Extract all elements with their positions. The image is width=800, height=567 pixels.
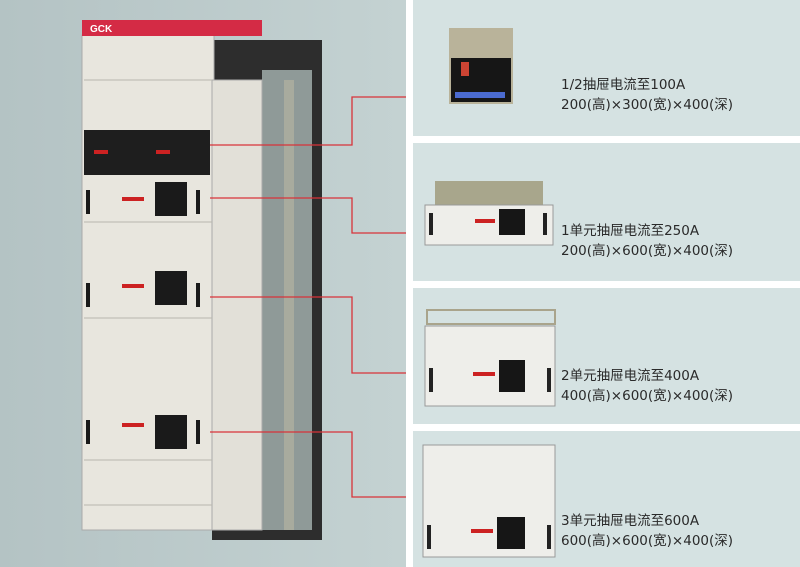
brand-strip — [82, 20, 262, 36]
drawer-dims: 200(高)×600(宽)×400(深) — [561, 243, 734, 259]
drawer-dims: 600(高)×600(宽)×400(深) — [561, 533, 734, 549]
drawer-panel-1: 1单元抽屉电流至250A 200(高)×600(宽)×400(深) — [413, 143, 800, 281]
drawer-title: 1单元抽屉电流至250A — [561, 223, 700, 239]
switchgear-cabinet: GCK — [81, 20, 406, 540]
drawer-title: 2单元抽屉电流至400A — [561, 368, 700, 384]
divider — [406, 424, 800, 431]
drawer-1-image — [424, 181, 554, 246]
callout-lines — [210, 96, 406, 498]
brand-label: GCK — [90, 24, 113, 35]
drawer-half-image — [449, 28, 513, 104]
drawer-title: 3单元抽屉电流至600A — [561, 513, 700, 529]
drawer-dims: 200(高)×300(宽)×400(深) — [561, 97, 734, 113]
drawer-title: 1/2抽屉电流至100A — [561, 77, 686, 93]
drawer-3-image — [422, 444, 556, 558]
drawer-panel-2: 2单元抽屉电流至400A 400(高)×600(宽)×400(深) — [413, 288, 800, 424]
drawer-2-image — [424, 309, 556, 407]
drawer-dims: 400(高)×600(宽)×400(深) — [561, 388, 734, 404]
divider — [406, 136, 800, 143]
divider — [406, 281, 800, 288]
drawer-panel-half: 1/2抽屉电流至100A 200(高)×300(宽)×400(深) — [413, 0, 800, 136]
drawer-panel-3: 3单元抽屉电流至600A 600(高)×600(宽)×400(深) — [413, 431, 800, 567]
